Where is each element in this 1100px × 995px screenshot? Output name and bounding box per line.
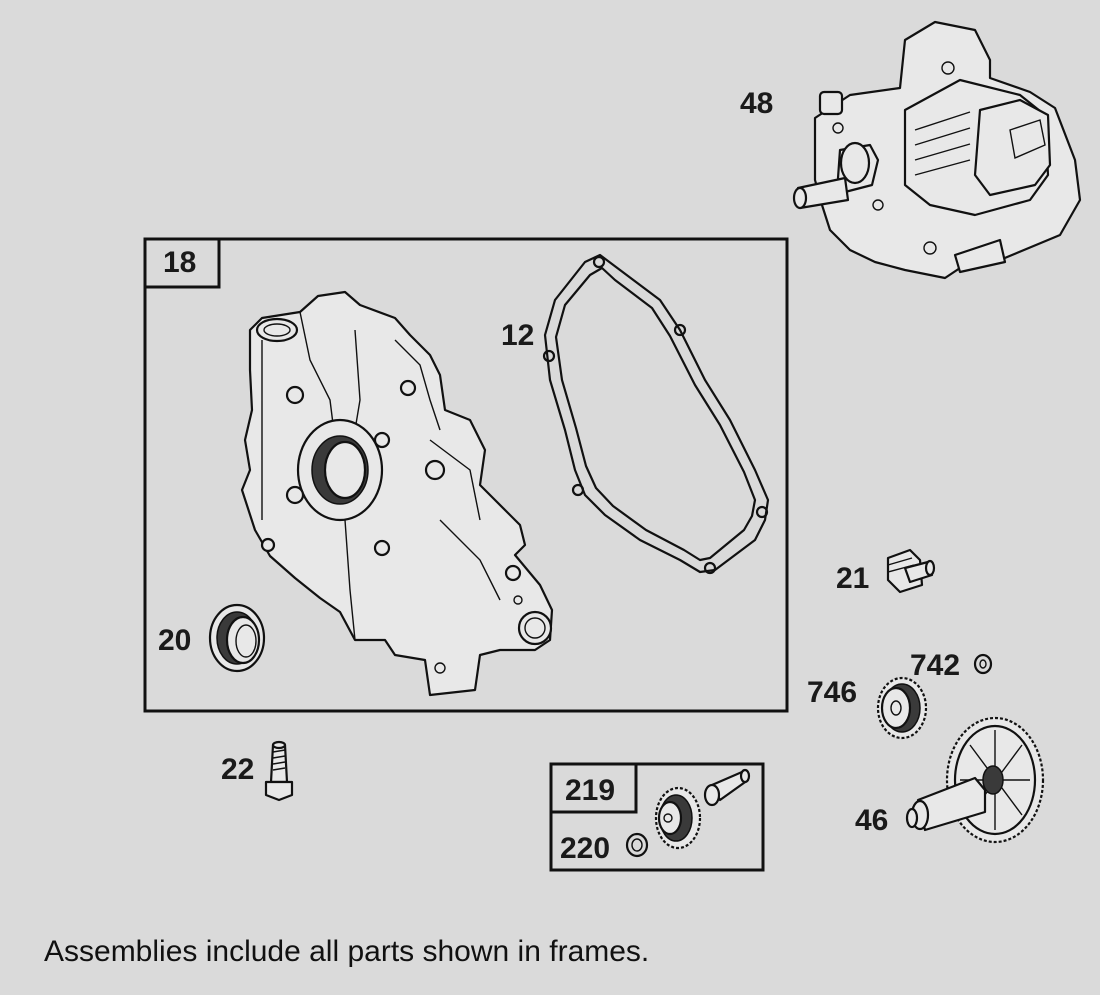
label-12: 12 xyxy=(501,319,534,352)
label-20: 20 xyxy=(158,624,191,657)
governor-gear-part-219 xyxy=(654,768,751,850)
oil-seal-part-20 xyxy=(208,603,266,673)
label-220: 220 xyxy=(560,832,610,865)
camshaft-part-46 xyxy=(905,716,1045,844)
crankcase-cover-part-18 xyxy=(240,290,554,697)
assembly-frame-219 xyxy=(549,762,765,872)
gear-part-746 xyxy=(876,676,928,740)
label-746: 746 xyxy=(807,676,857,709)
fitting-part-21 xyxy=(886,548,936,594)
washer-part-220 xyxy=(625,832,649,858)
label-219: 219 xyxy=(565,774,615,807)
label-46: 46 xyxy=(855,804,888,837)
gasket-part-12 xyxy=(542,253,770,575)
label-48: 48 xyxy=(740,87,773,120)
label-21: 21 xyxy=(836,562,869,595)
assemblies-caption: Assemblies include all parts shown in fr… xyxy=(44,935,650,968)
assembly-frame-18 xyxy=(143,237,789,713)
bolt-part-22 xyxy=(264,740,294,802)
retaining-ring-part-742 xyxy=(973,653,993,675)
label-742: 742 xyxy=(910,649,960,682)
label-18: 18 xyxy=(163,246,196,279)
label-22: 22 xyxy=(221,753,254,786)
engine-assembly-part-48 xyxy=(792,20,1082,280)
